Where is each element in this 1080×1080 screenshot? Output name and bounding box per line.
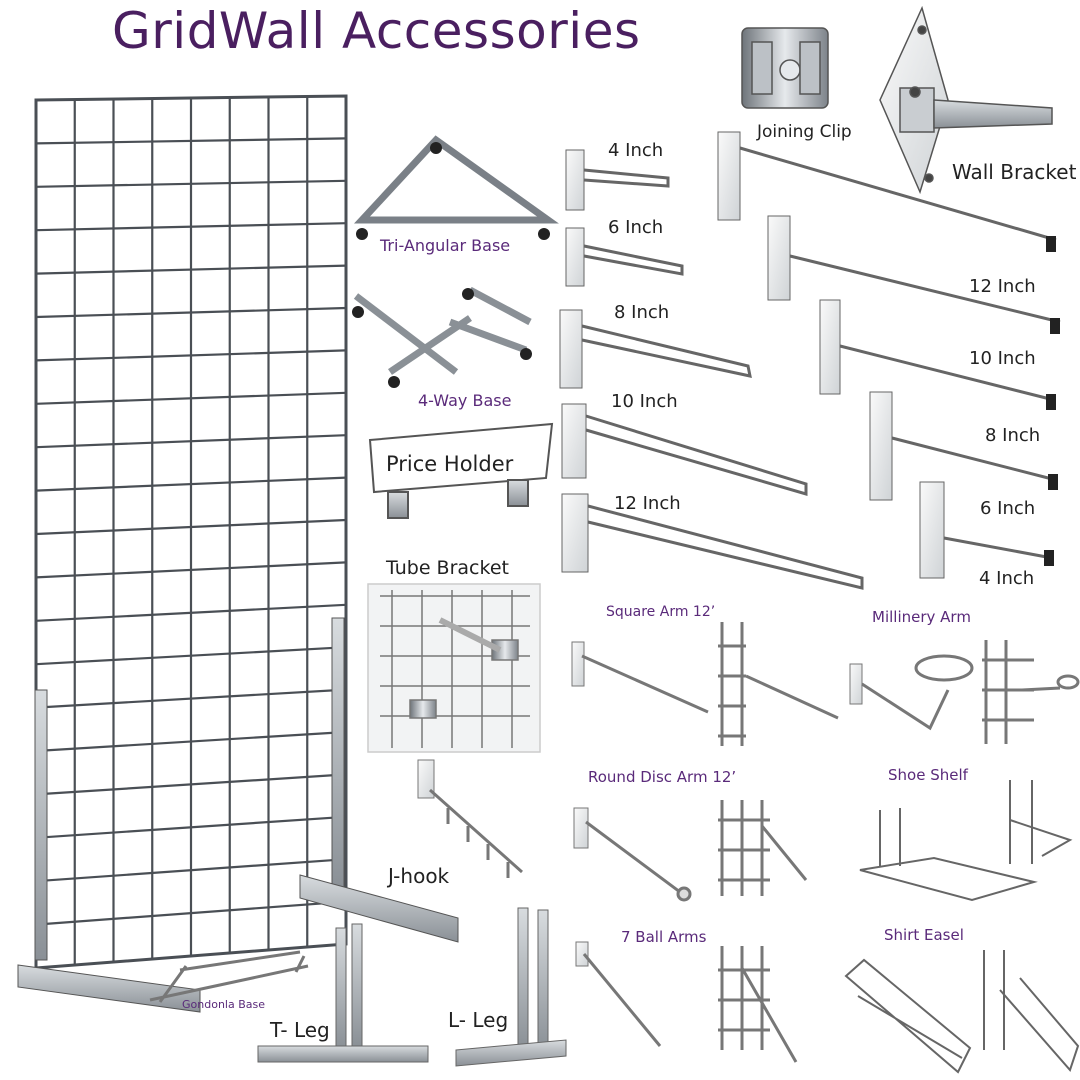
grid-wire-horizontal — [35, 561, 347, 579]
hook-right-label: 12 Inch — [969, 276, 1036, 297]
grid-wire-horizontal — [35, 476, 347, 492]
grid-wire-horizontal — [35, 264, 347, 275]
hook-right-label: 6 Inch — [980, 498, 1036, 519]
grid-wire-horizontal — [35, 900, 347, 926]
grid-wire-horizontal — [35, 646, 347, 666]
label-seven-ball-arms: 7 Ball Arms — [621, 928, 707, 946]
grid-wire-horizontal — [35, 306, 347, 319]
label-tri-angular-base: Tri-Angular Base — [380, 236, 511, 255]
label-gondola-base: Gondonla Base — [182, 998, 265, 1011]
j-hook-image — [417, 759, 523, 878]
square-arm-images — [571, 622, 839, 746]
shoe-shelf-images — [859, 780, 1073, 902]
label-wall-bracket: Wall Bracket — [952, 160, 1077, 184]
grid-wire-horizontal — [35, 730, 347, 753]
grid-wire-horizontal — [35, 179, 347, 188]
grid-wire-horizontal — [35, 137, 347, 145]
label-t-leg: T- Leg — [270, 1018, 330, 1042]
t-leg-image — [257, 923, 429, 1063]
hook-left-label: 12 Inch — [614, 493, 681, 514]
hooks-right-images — [717, 131, 1061, 579]
label-l-leg: L- Leg — [448, 1008, 509, 1032]
tube-bracket-image — [367, 583, 541, 753]
label-square-arm: Square Arm 12’ — [606, 604, 716, 620]
label-joining-clip: Joining Clip — [757, 122, 852, 142]
millinery-arm-images — [849, 640, 1080, 744]
round-disc-arm-images — [573, 800, 808, 902]
page-title: GridWall Accessories — [112, 2, 641, 60]
label-price-holder: Price Holder — [386, 452, 514, 476]
hook-left-label: 4 Inch — [608, 140, 664, 161]
label-millinery-arm: Millinery Arm — [872, 608, 971, 626]
grid-wire-horizontal — [35, 858, 347, 883]
gridwall-panel — [34, 94, 348, 970]
grid-wire-horizontal — [35, 391, 347, 405]
hooks-left-images — [559, 149, 864, 590]
four-way-base-image — [352, 286, 532, 388]
gondola-base-image — [149, 950, 309, 1003]
label-j-hook: J-hook — [388, 864, 450, 888]
hook-right-label: 4 Inch — [979, 568, 1035, 589]
seven-ball-arms-images — [575, 941, 798, 1063]
wall-bracket-image — [879, 5, 1053, 195]
price-holder-image — [368, 422, 554, 519]
label-shoe-shelf: Shoe Shelf — [888, 766, 968, 784]
grid-wire-horizontal — [35, 688, 347, 709]
grid-wire-horizontal — [35, 815, 347, 839]
label-round-disc-arm: Round Disc Arm 12’ — [588, 768, 737, 786]
label-tube-bracket: Tube Bracket — [386, 557, 509, 579]
grid-wire-horizontal — [35, 518, 347, 536]
grid-wire-horizontal — [35, 603, 347, 622]
label-shirt-easel: Shirt Easel — [884, 926, 964, 944]
hook-left-label: 10 Inch — [611, 391, 678, 412]
grid-wire-horizontal — [35, 222, 347, 232]
grid-wire-horizontal — [35, 773, 347, 796]
joining-clip-image — [741, 27, 829, 109]
l-leg-image — [455, 907, 567, 1067]
hook-right-label: 8 Inch — [985, 425, 1041, 446]
hook-left-label: 6 Inch — [608, 217, 664, 238]
shirt-easel-images — [844, 950, 1080, 1074]
hook-left-label: 8 Inch — [614, 302, 670, 323]
tri-angular-base-image — [353, 135, 559, 240]
grid-wire-horizontal — [35, 434, 347, 449]
label-four-way-base: 4-Way Base — [418, 391, 512, 410]
grid-wire-horizontal — [35, 349, 347, 362]
hook-right-label: 10 Inch — [969, 348, 1036, 369]
